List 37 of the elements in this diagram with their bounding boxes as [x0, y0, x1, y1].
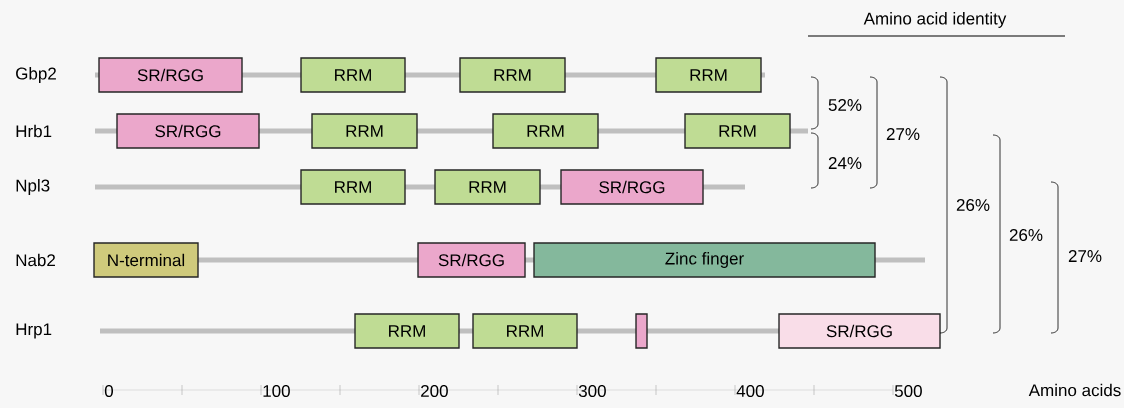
domain-box: SR/RGG — [778, 313, 941, 349]
identity-percent: 26% — [1009, 229, 1043, 242]
tick-label: 500 — [894, 385, 922, 398]
domain-box: RRM — [492, 113, 599, 149]
domain-box: RRM — [684, 113, 791, 149]
tick-label: 0 — [104, 385, 113, 398]
protein-name: Npl3 — [16, 179, 50, 195]
identity-percent: 26% — [956, 199, 990, 212]
domain-box: RRM — [472, 313, 578, 349]
protein-name: Nab2 — [16, 253, 55, 267]
protein-name: Gbp2 — [16, 67, 56, 83]
tick-label: 400 — [736, 385, 764, 398]
protein-name: Hrp1 — [16, 323, 52, 339]
domain-box: SR/RGG — [560, 169, 704, 205]
protein-name: Hrb1 — [16, 124, 52, 138]
domain-box: Zinc finger — [533, 242, 876, 278]
domain-box: RRM — [311, 113, 418, 149]
domain-box: RRM — [655, 57, 762, 93]
domain-box: RRM — [354, 313, 460, 349]
tick-label: 200 — [421, 385, 448, 398]
identity-percent: 27% — [886, 128, 920, 140]
domain-box: RRM — [300, 57, 406, 93]
domain-box — [635, 313, 648, 349]
tick-label: 100 — [263, 385, 290, 398]
domain-box: SR/RGG — [417, 242, 526, 278]
domain-box: RRM — [300, 169, 406, 205]
domain-box: N-terminal — [93, 242, 199, 278]
identity-percent: 27% — [1068, 250, 1102, 262]
identity-percent: 52% — [828, 99, 862, 112]
tick-label: 300 — [578, 385, 606, 398]
domain-box: SR/RGG — [98, 57, 243, 93]
domain-box: RRM — [434, 169, 541, 205]
axis-title: Amino acids — [1028, 383, 1121, 397]
domain-box: SR/RGG — [116, 113, 260, 149]
domain-box: RRM — [459, 57, 566, 93]
identity-percent: 24% — [828, 157, 862, 169]
column-heading: Amino acid identity — [863, 12, 1007, 28]
